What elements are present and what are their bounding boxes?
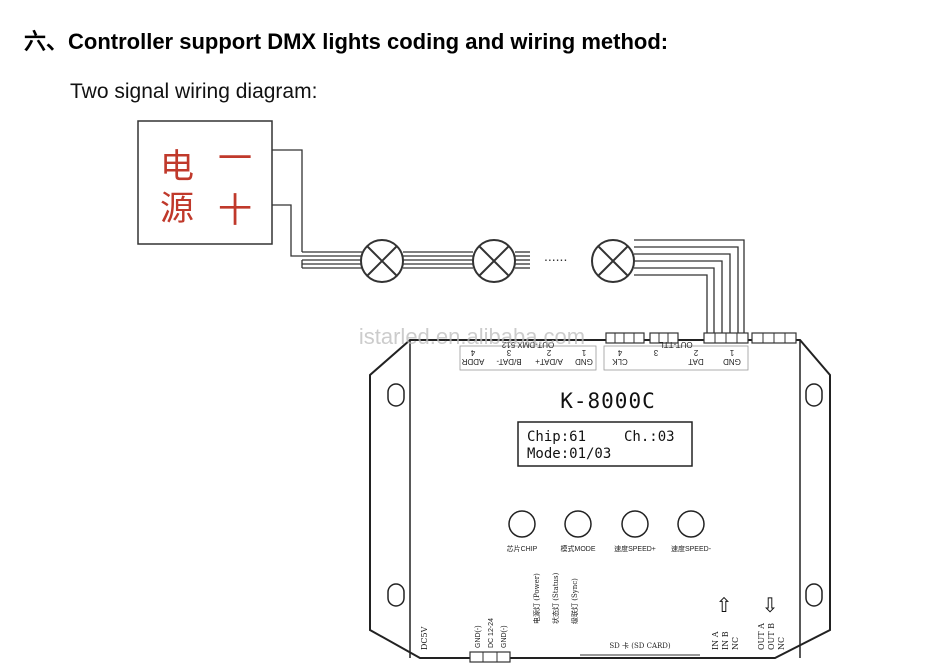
lamp-1-icon xyxy=(360,239,404,283)
power-label-line1: 电 xyxy=(160,147,194,187)
mode-button-label: 模式MODE xyxy=(561,544,596,553)
gnd-terminal-label-2: GND(-) xyxy=(501,625,508,648)
ttl-pin-num-1: 1 xyxy=(729,348,734,357)
chip-button[interactable] xyxy=(508,510,536,538)
lamp-2-icon xyxy=(472,239,516,283)
mount-hole-top-left-icon xyxy=(387,383,405,407)
dmx-pin-num-4: 4 xyxy=(470,348,475,357)
power-indicator-label: 电源灯 (Power) xyxy=(532,573,541,624)
in-b-label: IN B xyxy=(721,631,730,650)
speed-up-button[interactable] xyxy=(621,510,649,538)
speed-up-button-label: 速度SPEED+ xyxy=(614,544,656,553)
ttl-port-labels: OUT-TTL GND DAT CLK 1 2 3 4 xyxy=(603,340,749,371)
dmx-pin-a: A/DAT+ xyxy=(535,357,563,366)
plus-terminal-symbol: 十 xyxy=(218,191,252,231)
dmx-pin-num-2: 2 xyxy=(546,348,551,357)
dmx-port-labels: OUT-DMX 512 GND A/DAT+ B/DAT- ADDR 1 2 3… xyxy=(459,340,597,371)
dmx-pin-gnd: GND xyxy=(575,357,593,366)
mount-hole-bottom-left-icon xyxy=(387,583,405,607)
in-nc-label: NC xyxy=(731,637,740,650)
terminal-block-dividers xyxy=(614,333,786,343)
dmx-pin-num-3: 3 xyxy=(506,348,511,357)
out-arrow-icon: ⇩ xyxy=(762,595,779,617)
ttl-pin-gnd: GND xyxy=(723,357,741,366)
mount-hole-bottom-right-icon xyxy=(805,583,823,607)
ttl-pin-num-3: 3 xyxy=(653,348,658,357)
power-supply-box xyxy=(137,120,273,245)
dmx-pin-num-1: 1 xyxy=(581,348,586,357)
lcd-channel-value: Ch.:03 xyxy=(624,429,675,445)
dmx-pin-b: B/DAT- xyxy=(496,357,522,366)
power-label-line2: 源 xyxy=(160,189,194,229)
ttl-pin-clk: CLK xyxy=(612,357,628,366)
dmx-header: OUT-DMX 512 xyxy=(501,340,554,349)
lcd-chip-value: Chip:61 xyxy=(527,429,586,445)
power-wires xyxy=(272,149,362,269)
diagram-subheading: Two signal wiring diagram: xyxy=(70,80,318,103)
lamp-ellipsis: ...... xyxy=(544,248,567,264)
power-terminal-block xyxy=(469,651,511,663)
ttl-pin-dat: DAT xyxy=(688,357,704,366)
minus-terminal-symbol: 一 xyxy=(218,139,252,179)
sync-indicator-label: 级联灯 (Sync) xyxy=(570,578,579,624)
out-b-label: OUT B xyxy=(767,623,776,650)
bus-wires xyxy=(403,251,530,269)
in-a-label: IN A xyxy=(711,631,720,650)
speed-down-button[interactable] xyxy=(677,510,705,538)
ttl-pin-num-2: 2 xyxy=(693,348,698,357)
ttl-pin-num-4: 4 xyxy=(617,348,622,357)
status-indicator-label: 状态灯 (Status) xyxy=(551,572,560,624)
lamp-3-icon xyxy=(591,239,635,283)
chip-button-label: 芯片CHIP xyxy=(507,544,538,553)
in-arrow-icon: ⇧ xyxy=(716,595,733,617)
section-heading: 六、Controller support DMX lights coding a… xyxy=(24,29,669,54)
dmx-pin-addr: ADDR xyxy=(461,357,484,366)
ttl-header: OUT-TTL xyxy=(659,340,693,349)
controller-model-name: K-8000C xyxy=(560,389,656,413)
watermark: istarled.en.alibaba.com xyxy=(359,324,585,349)
dc-input-terminal-label: DC 12-24 xyxy=(488,618,495,648)
mount-hole-top-right-icon xyxy=(805,383,823,407)
lcd-display xyxy=(517,421,693,467)
gnd-terminal-label-1: GND(-) xyxy=(475,625,482,648)
controller-body xyxy=(369,339,831,659)
out-a-label: OUT A xyxy=(757,623,766,650)
controller-wires xyxy=(634,239,745,338)
speed-down-button-label: 速度SPEED- xyxy=(671,544,712,553)
sd-card-label: SD 卡 (SD CARD) xyxy=(609,641,671,650)
dc5v-label: DC5V xyxy=(420,626,429,650)
mode-button[interactable] xyxy=(564,510,592,538)
lcd-mode-value: Mode:01/03 xyxy=(527,446,611,462)
out-nc-label: NC xyxy=(777,637,786,650)
